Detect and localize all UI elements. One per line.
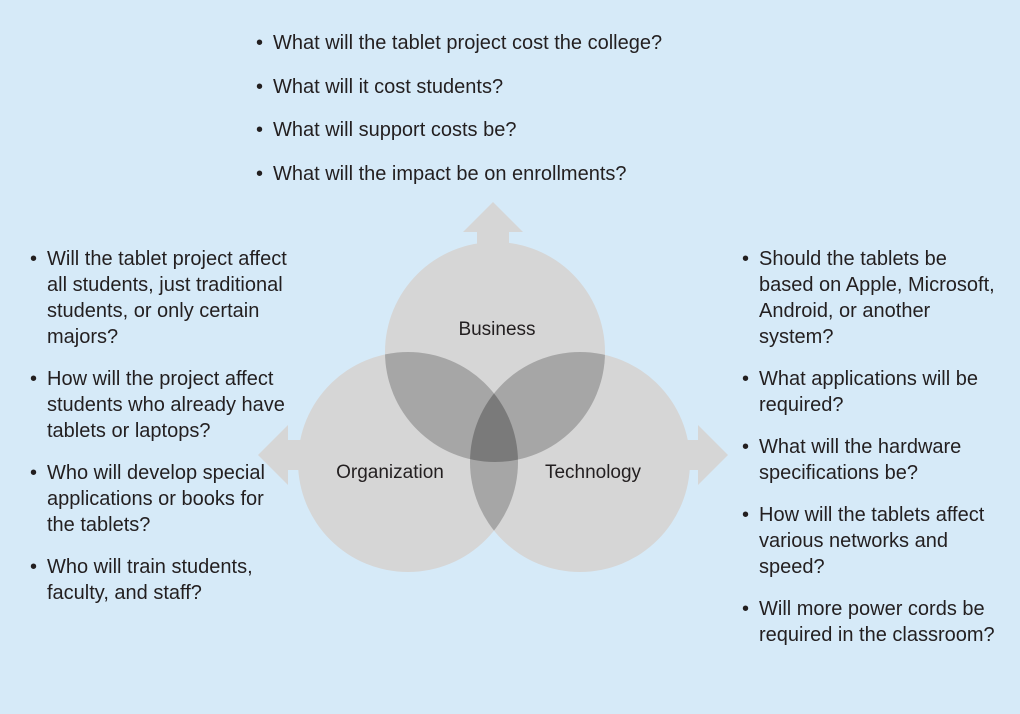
technology-questions: Should the tablets be based on Apple, Mi… (742, 246, 1004, 664)
question-item: What will the hardware specifications be… (742, 434, 1004, 486)
question-item: What will the impact be on enrollments? (256, 161, 662, 187)
business-questions: What will the tablet project cost the co… (256, 30, 662, 204)
question-item: What will the tablet project cost the co… (256, 30, 662, 56)
question-item: Who will develop special applications or… (30, 460, 292, 538)
business-technology-overlap (470, 352, 605, 462)
up-arrow (463, 202, 523, 252)
business-label: Business (458, 319, 535, 340)
question-item: Will more power cords be required in the… (742, 596, 1004, 648)
organization-label: Organization (336, 462, 444, 483)
business-organization-overlap (385, 352, 518, 462)
organization-questions: Will the tablet project affect all stude… (30, 246, 292, 622)
question-item: How will the tablets affect various netw… (742, 502, 1004, 580)
question-item: What applications will be required? (742, 366, 1004, 418)
question-item: Who will train students, faculty, and st… (30, 554, 292, 606)
question-item: What will support costs be? (256, 117, 662, 143)
question-item: How will the project affect students who… (30, 366, 292, 444)
question-item: Should the tablets be based on Apple, Mi… (742, 246, 1004, 350)
technology-label: Technology (545, 462, 642, 483)
question-item: What will it cost students? (256, 74, 662, 100)
question-item: Will the tablet project affect all stude… (30, 246, 292, 350)
left-arrow (258, 425, 310, 485)
